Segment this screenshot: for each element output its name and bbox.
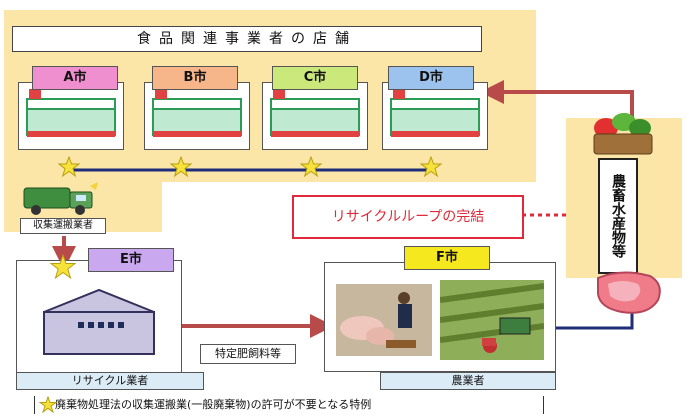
store-building-icon (390, 89, 480, 137)
city-tab-e: E市 (88, 248, 174, 272)
factory-icon (43, 288, 155, 355)
city-tab-f: F市 (404, 246, 490, 270)
crop-field-icon (440, 280, 544, 360)
city-tab-b: B市 (152, 66, 238, 90)
vegetable-basket-icon (593, 113, 653, 155)
recycler-label: リサイクル業者 (16, 372, 204, 390)
store-b (144, 82, 250, 150)
livestock-farmer-icon (336, 284, 432, 356)
recycling-loop-box: リサイクルループの完結 (292, 195, 524, 239)
store-d (382, 82, 488, 150)
store-building-icon (26, 89, 116, 137)
star-icon (58, 156, 80, 178)
star-icon (300, 156, 322, 178)
farmer-label: 農業者 (380, 372, 556, 390)
city-tab-d: D市 (388, 66, 474, 90)
produce-to-stores-arrow (480, 80, 634, 118)
city-tab-c: C市 (272, 66, 358, 90)
store-building-icon (270, 89, 360, 137)
products-label: 特定肥飼料等 (200, 344, 296, 364)
footnote: 廃棄物処理法の収集運搬業(一般廃棄物)の許可が不要となる特例 (34, 396, 544, 414)
star-icon (170, 156, 192, 178)
star-icon (420, 156, 442, 178)
produce-label: 農畜水産物等 (598, 158, 638, 274)
store-c (262, 82, 368, 150)
footnote-text: 廃棄物処理法の収集運搬業(一般廃棄物)の許可が不要となる特例 (55, 398, 372, 411)
store-a (18, 82, 124, 150)
city-tab-a: A市 (32, 66, 118, 90)
meat-icon (597, 271, 661, 314)
collector-label: 収集運搬業者 (20, 218, 106, 234)
page-title: 食品関連事業者の店舗 (12, 26, 482, 52)
store-building-icon (152, 89, 242, 137)
star-icon (39, 396, 57, 414)
star-icon (50, 254, 76, 280)
truck-icon (23, 182, 98, 215)
